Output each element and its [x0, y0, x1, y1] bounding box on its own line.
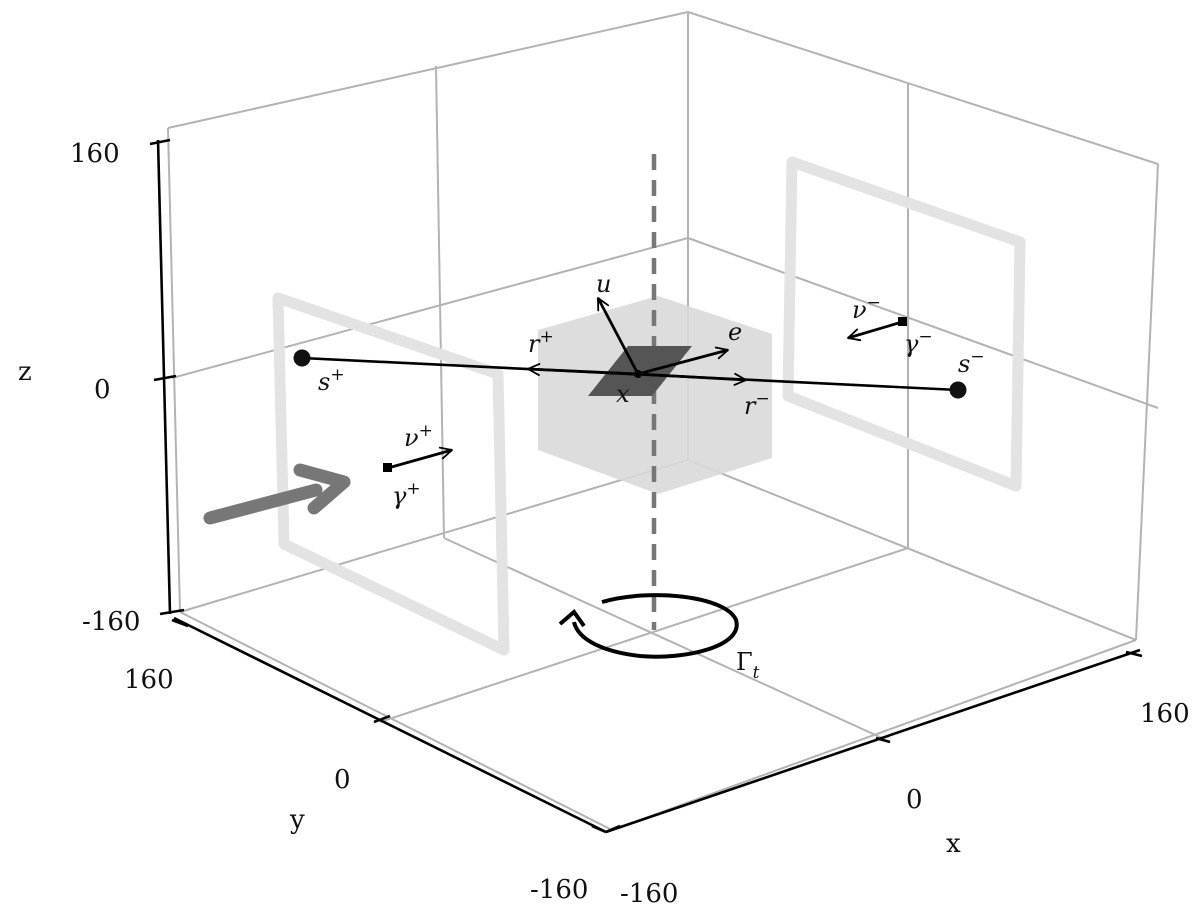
y-tick-label: 0 — [334, 765, 351, 795]
rotation-circle — [558, 593, 739, 659]
grid-line — [1135, 163, 1159, 641]
beam-arrow — [203, 463, 351, 525]
grid-line — [687, 11, 1159, 165]
x-tick-mark — [875, 736, 891, 744]
x-axis-line — [605, 648, 1141, 834]
nu-plus-vector — [387, 446, 453, 470]
s-minus-label: s− — [958, 347, 985, 378]
z-tick-label: -160 — [82, 607, 140, 637]
beam-arrow-shaft — [203, 483, 323, 525]
e-vector — [637, 346, 729, 376]
rotation-arc — [572, 593, 739, 659]
r-minus-vector — [637, 372, 747, 386]
z-tick-label: 160 — [70, 139, 120, 169]
y-axis-name: y — [289, 805, 305, 835]
z-axis-name: z — [18, 357, 32, 387]
grid-lines — [167, 11, 1159, 831]
left-frame — [272, 292, 510, 656]
x-axis-name: x — [946, 829, 961, 859]
y-tick-mark — [591, 824, 607, 834]
grid-line — [687, 459, 1137, 641]
x-tick-label: 160 — [1140, 699, 1190, 729]
beam-arrow-head — [293, 463, 351, 515]
right-frame — [782, 156, 1026, 492]
gamma-t-label: Γt — [736, 648, 760, 683]
x-tick-label: -160 — [620, 879, 678, 909]
frames — [272, 156, 1026, 656]
u-label: u — [596, 270, 611, 298]
s-plus-label: s+ — [318, 365, 345, 396]
y-axis-line — [173, 616, 607, 834]
y-tick-mark — [171, 618, 189, 628]
s-minus-point — [949, 381, 967, 399]
gamma-minus-point — [898, 317, 907, 326]
grid-line — [179, 459, 689, 613]
grid-line — [687, 237, 1159, 409]
grid-line — [167, 127, 181, 613]
z-tick-mark — [149, 138, 171, 146]
x-tick-mark — [605, 824, 621, 834]
nu-minus-vector — [847, 320, 903, 342]
grid-line — [171, 237, 689, 379]
r-minus-label: r− — [744, 389, 770, 420]
x-tick-mark — [1125, 650, 1143, 658]
nu-plus-label: ν+ — [404, 421, 433, 452]
z-tick-label: 0 — [94, 375, 111, 405]
center-vectors — [527, 297, 747, 386]
z-tick-mark — [153, 374, 177, 382]
u-vector — [596, 297, 640, 375]
e-label: e — [728, 318, 742, 346]
r-plus-vector — [527, 363, 639, 377]
s-plus-point — [293, 349, 311, 367]
nu-minus-vector-group — [847, 317, 907, 342]
axis-lines — [149, 138, 1143, 834]
y-tick-mark — [373, 714, 391, 724]
gamma-minus-label: γ− — [904, 327, 933, 358]
grid-line — [379, 547, 909, 723]
grid-line — [167, 11, 689, 129]
gamma-plus-label: γ+ — [392, 479, 421, 510]
x-label: x — [616, 380, 630, 408]
grid-line — [435, 65, 445, 539]
rotation-arrowhead — [558, 609, 586, 628]
nu-plus-vector-group — [383, 446, 453, 472]
y-tick-label: 160 — [124, 665, 174, 695]
gamma-plus-point — [383, 463, 392, 472]
r-plus-label: r+ — [528, 327, 554, 358]
z-tick-mark — [159, 608, 185, 616]
x-tick-label: 0 — [906, 785, 923, 815]
grid-line — [179, 611, 613, 831]
grid-line — [443, 537, 883, 739]
nu-minus-label: ν− — [852, 293, 881, 324]
y-tick-label: -160 — [530, 875, 588, 905]
center-point — [634, 370, 642, 378]
